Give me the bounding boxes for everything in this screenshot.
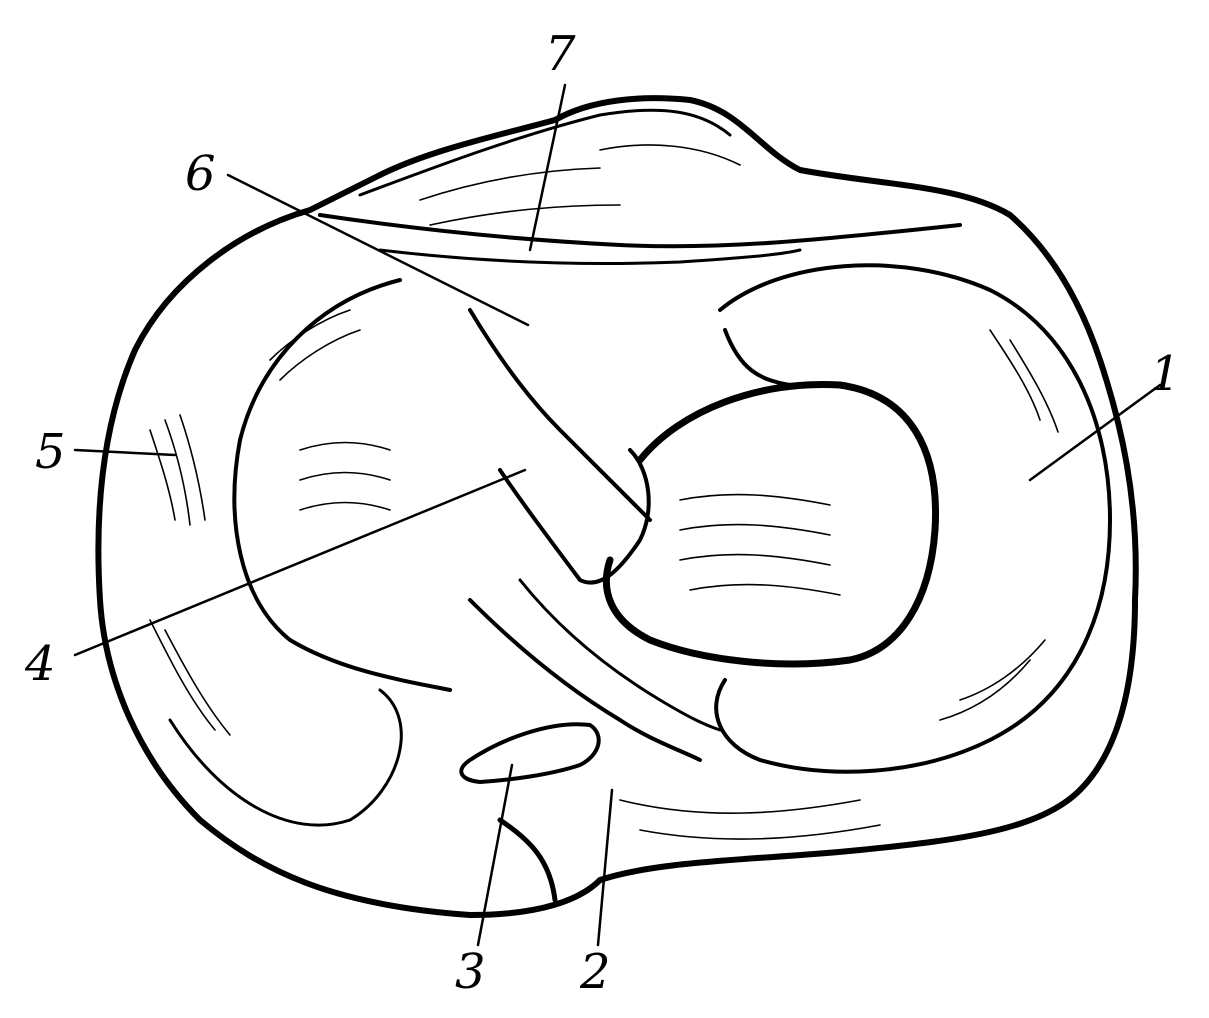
leader-line-3	[476, 763, 514, 947]
label-3: 3	[455, 944, 486, 1000]
patellar-ligament-upper-edge	[358, 108, 732, 197]
label-4: 4	[24, 636, 56, 692]
leader-line-5	[73, 448, 177, 457]
medial-meniscus-inner-rim	[723, 328, 792, 387]
medial-meniscus	[714, 263, 1112, 774]
meniscofemoral-ligament	[459, 722, 601, 784]
label-2: 2	[579, 944, 611, 1000]
posterior-notch	[497, 817, 558, 903]
tibial-plateau-outline	[95, 95, 1139, 918]
label-7: 7	[545, 26, 576, 82]
patellar-ligament-lower-edge	[378, 248, 802, 265]
leader-line-7	[528, 83, 567, 252]
posterior-cruciate-ligament	[468, 598, 702, 762]
lateral-meniscus-inner	[168, 688, 403, 827]
leader-line-6	[226, 173, 530, 327]
leader-line-2	[596, 788, 614, 947]
leader-line-1	[1028, 383, 1162, 482]
label-6: 6	[185, 146, 216, 202]
label-5: 5	[35, 424, 66, 480]
medial-articular-surface	[602, 380, 940, 668]
leader-line-4	[73, 468, 527, 657]
patellar-ligament	[318, 213, 962, 249]
acl-stump	[498, 448, 651, 585]
lateral-meniscus	[232, 278, 452, 692]
posterior-cruciate-ligament-edge	[518, 578, 722, 732]
anterior-cruciate-ligament	[468, 308, 652, 522]
label-1: 1	[1150, 346, 1181, 402]
surface-hatching	[149, 144, 1059, 840]
